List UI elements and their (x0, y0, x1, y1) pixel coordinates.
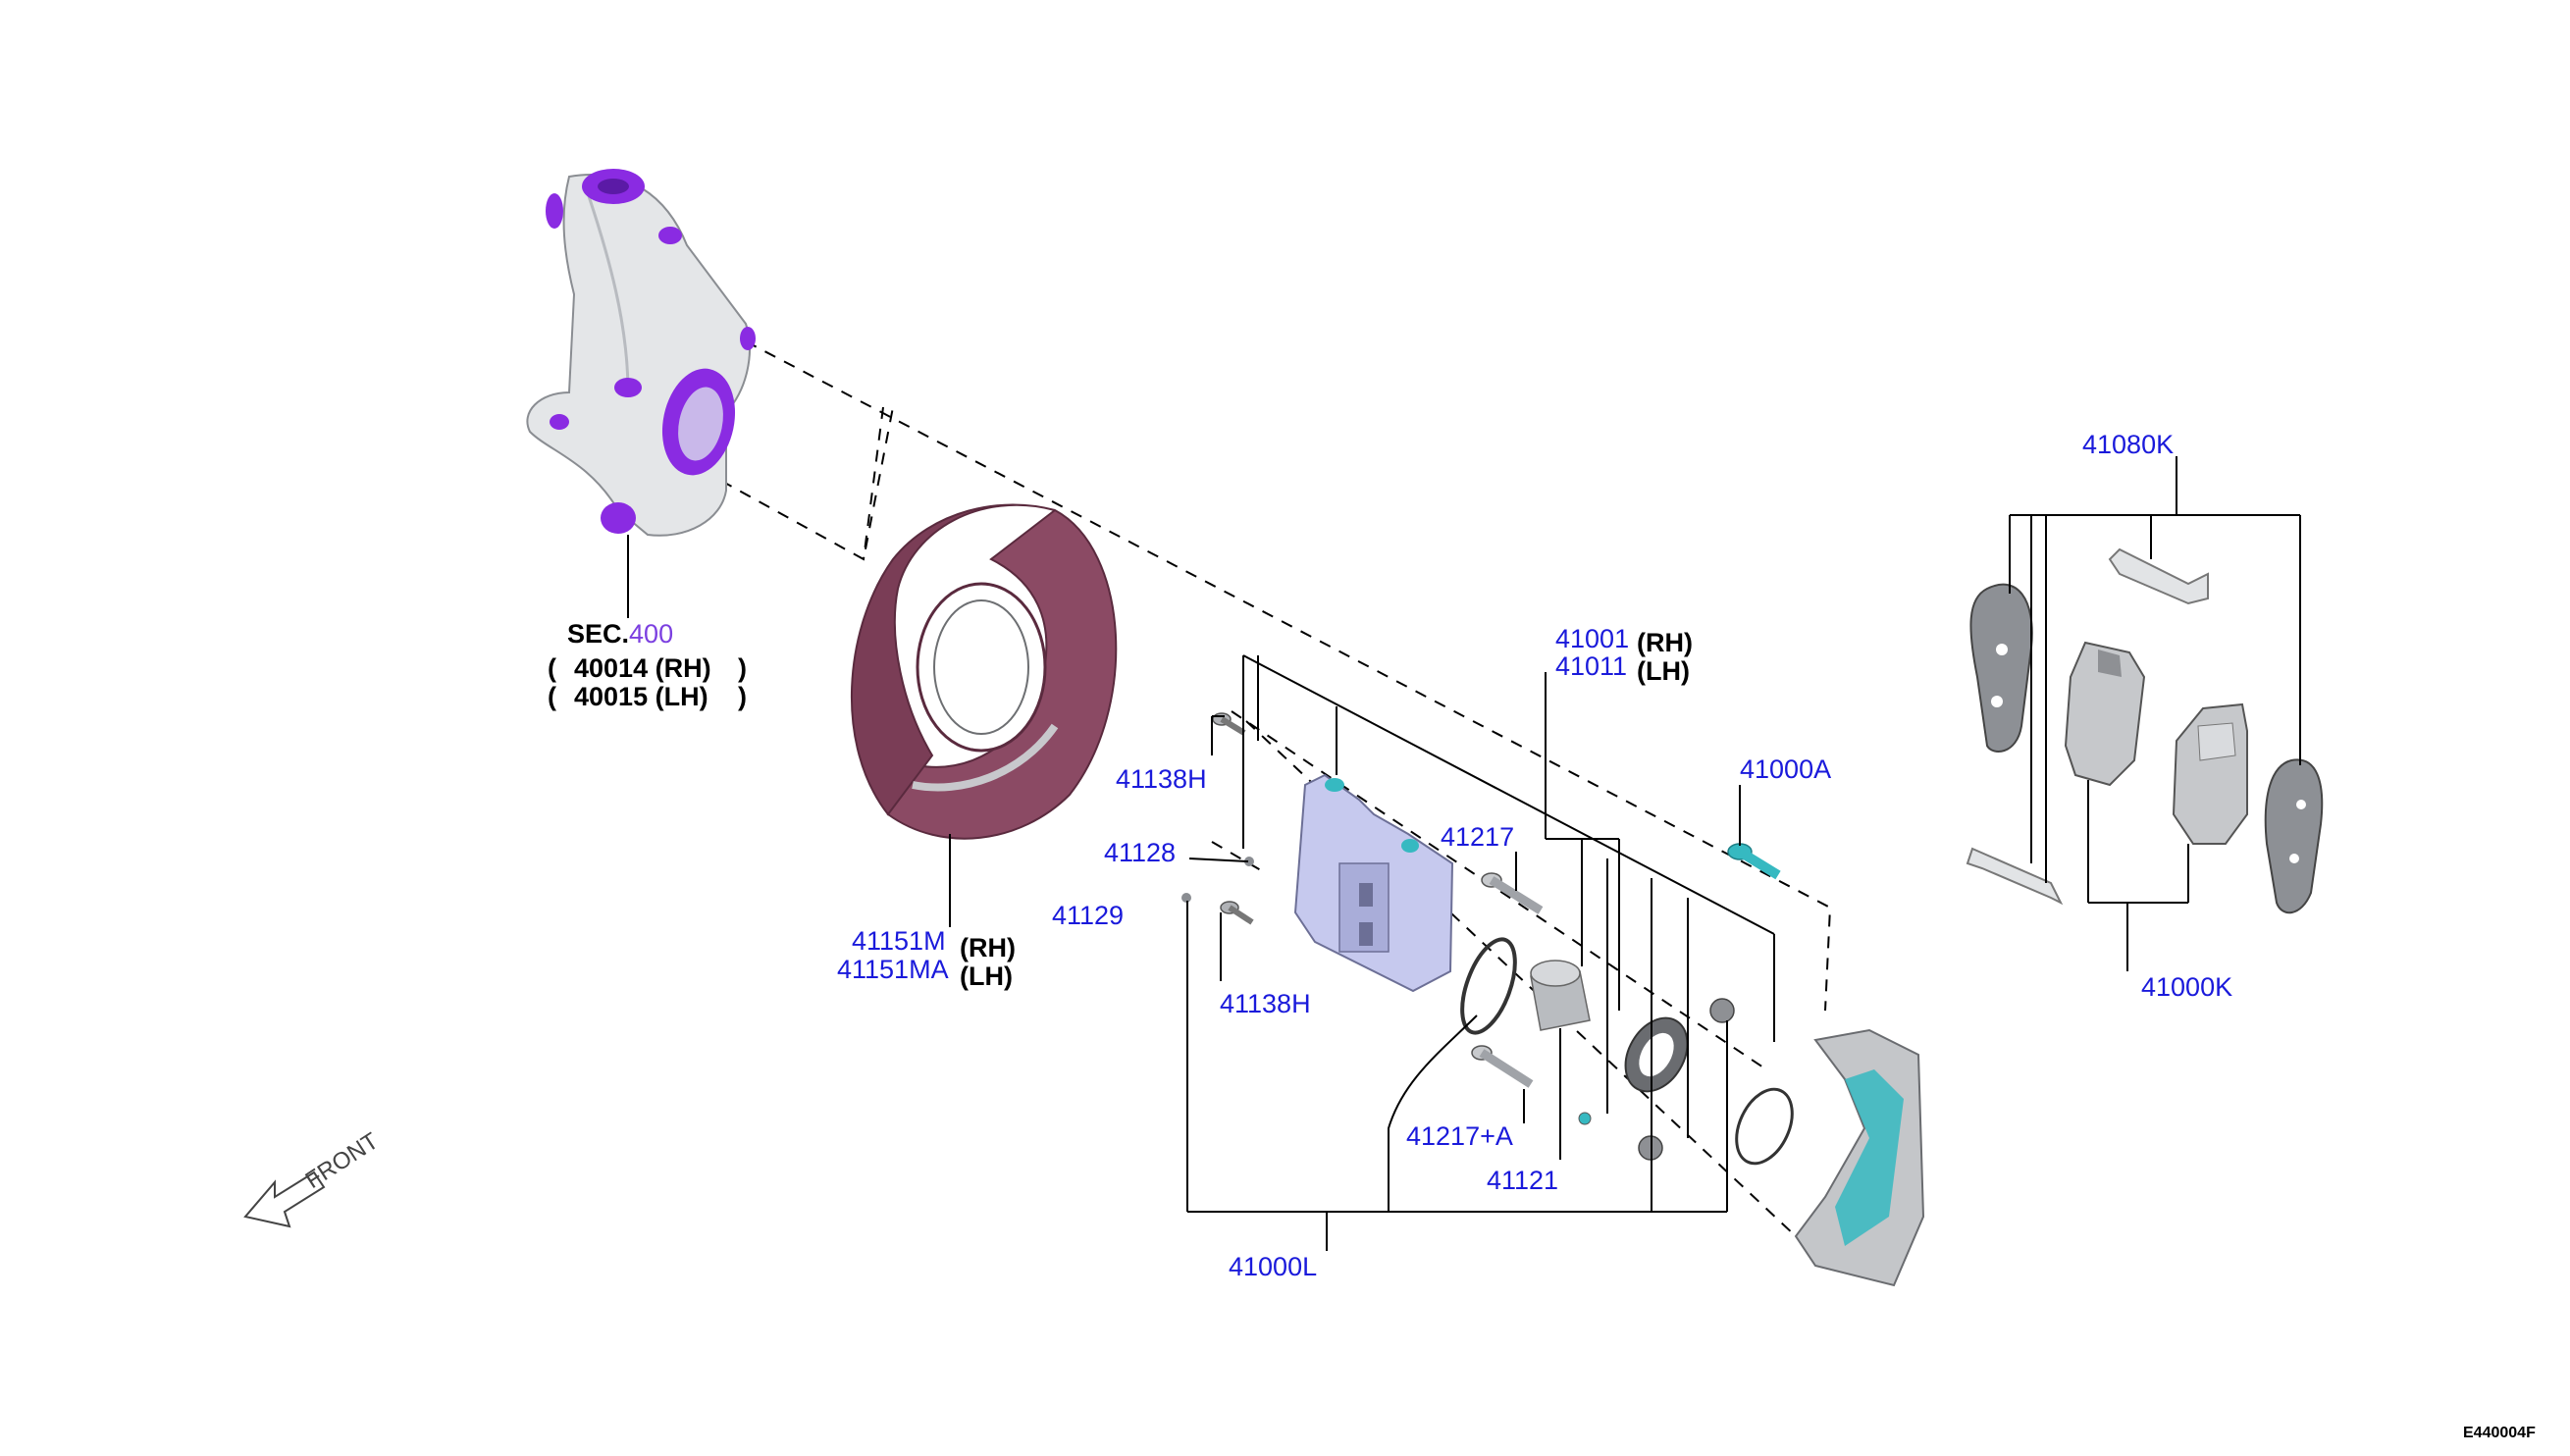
sec-bracket-close-rh: ) (738, 653, 747, 683)
pin-label: 41217 (1441, 822, 1514, 852)
brake-pad-outer-part (2064, 641, 2146, 787)
caliper-bracket-part (1794, 1028, 1925, 1287)
sec-prefix: SEC. (567, 619, 629, 649)
figure-code: E440004F (2463, 1425, 2536, 1441)
brake-pad-shim-inner-part (2264, 758, 2324, 914)
bushing-ring-part (1735, 1087, 1794, 1166)
hw-kit-label: 41080K (2082, 430, 2174, 459)
slide-pin-a-part (1471, 1045, 1534, 1088)
part-41128-label: 41128 (1104, 838, 1176, 867)
pad-hardware-clip-top-part (2108, 547, 2209, 605)
splash-lh-side: (LH) (960, 962, 1013, 991)
sec-label: SEC.400 (567, 619, 673, 649)
splash-rh-side: (RH) (960, 933, 1016, 962)
kit-l-leaders (1186, 901, 1727, 1251)
bolt-top-label: 41138H (1116, 764, 1207, 794)
sec-lh-label: 40015 (LH) (574, 682, 708, 711)
splash-guard-part (850, 503, 1118, 840)
sec-bracket-open-rh: ( (548, 653, 556, 683)
guide-bolt-bottom-part (1220, 901, 1254, 925)
splash-lh-number: 41151MA (837, 955, 949, 984)
piston-seal-ring-part (1460, 937, 1517, 1035)
sec-bracket-open-lh: ( (548, 682, 556, 711)
front-arrow-icon (243, 1170, 326, 1228)
assembly-dashed-lines (720, 340, 1832, 1237)
pin-boot-top-part (1709, 998, 1735, 1023)
bleeder-screw-part (1244, 857, 1254, 866)
pad-kit-label: 41000K (2141, 972, 2232, 1002)
splash-rh-number: 41151M (852, 926, 946, 956)
steering-knuckle-part (526, 169, 756, 537)
front-label: FRONT (301, 1127, 384, 1194)
kit-l-label: 41000L (1229, 1252, 1317, 1281)
caliper-rh-number: 41001 (1555, 624, 1629, 653)
bolt-assy-label: 41000A (1740, 754, 1831, 784)
piston-boot-inner (1639, 1032, 1674, 1077)
pad-hardware-clip-bottom-part (1966, 847, 2064, 906)
brake-pad-inner-part (2172, 702, 2248, 845)
slide-pin-part (1481, 872, 1544, 914)
pin-boot-small-part (1578, 1112, 1592, 1125)
bracket-bolt-part (1727, 843, 1781, 880)
caliper-rh-side: (RH) (1637, 628, 1693, 657)
pin-a-label: 41217+A (1406, 1121, 1513, 1151)
caliper-lh-number: 41011 (1555, 651, 1627, 681)
sec-rh-label: 40014 (RH) (574, 653, 711, 683)
piston-part (1530, 960, 1591, 1031)
part-41121-label: 41121 (1487, 1166, 1558, 1195)
part-41129-label: 41129 (1052, 901, 1124, 930)
caliper-body-part (1293, 773, 1454, 993)
sec-number: 400 (629, 619, 673, 649)
bolt-bottom-label: 41138H (1220, 989, 1311, 1018)
sec-bracket-close-lh: ) (738, 682, 747, 711)
hw-kit-leaders (2009, 456, 2301, 883)
brake-pad-shim-outer-part (1969, 583, 2033, 753)
labels: SEC.400 ( 40014 (RH) ) ( 40015 (LH) ) 41… (301, 430, 2536, 1441)
bleeder-cap-part (1181, 893, 1191, 903)
caliper-lh-side: (LH) (1637, 656, 1690, 686)
part-leaders (1188, 672, 1741, 1160)
pad-kit-leaders (2087, 780, 2189, 971)
